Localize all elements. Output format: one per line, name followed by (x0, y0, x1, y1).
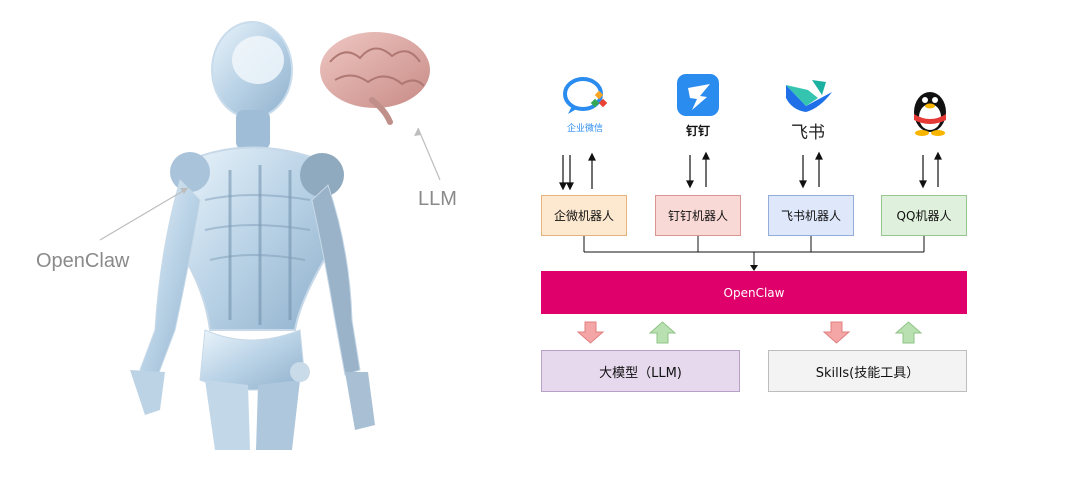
qq-bot-box: QQ机器人 (881, 195, 967, 236)
dingtalk-icon (677, 74, 719, 116)
brain-image (320, 32, 430, 122)
llm-label: LLM (418, 188, 457, 211)
skills-box: Skills(技能工具） (768, 350, 967, 392)
app-bot-arrows (560, 153, 941, 189)
up-arrow-llm (650, 322, 675, 343)
llm-box: 大模型（LLM) (541, 350, 740, 392)
qq-icon (914, 92, 946, 136)
bus-connector (584, 236, 924, 266)
wecom-icon (565, 79, 607, 114)
down-arrow-llm (578, 322, 603, 343)
down-arrow-skills (824, 322, 849, 343)
feishu-caption: 飞书 (778, 118, 838, 143)
feishu-icon (786, 80, 832, 112)
wecom-caption: 企业微信 (553, 121, 617, 134)
dingtalk-bot-box: 钉钉机器人 (655, 195, 741, 236)
openclaw-core-bar: OpenClaw (541, 271, 967, 314)
up-arrow-skills (896, 322, 921, 343)
wecom-bot-box: 企微机器人 (541, 195, 627, 236)
llm-pointer-line (418, 128, 440, 180)
dingtalk-caption: 钉钉 (668, 122, 728, 139)
feishu-bot-box: 飞书机器人 (768, 195, 854, 236)
openclaw-label: OpenClaw (36, 250, 129, 273)
